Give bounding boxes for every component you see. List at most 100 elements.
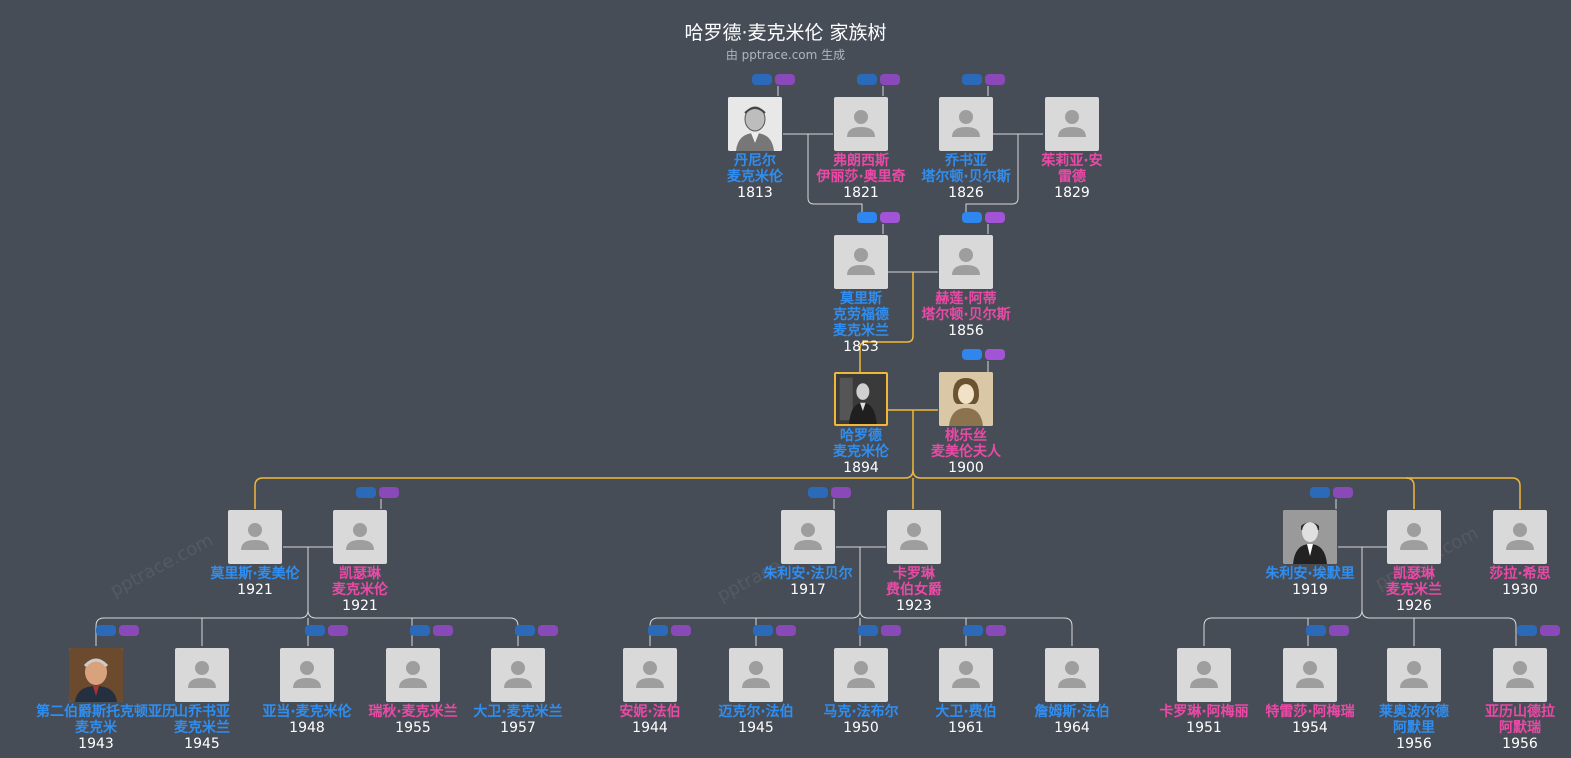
expand-ancestors-button[interactable] [305, 625, 325, 636]
person-placeholder-icon[interactable] [834, 648, 888, 702]
expand-spouses-button[interactable] [538, 625, 558, 636]
expand-ancestors-button[interactable] [857, 212, 877, 223]
expand-spouses-button[interactable] [1540, 625, 1560, 636]
person-placeholder-icon[interactable] [1387, 510, 1441, 564]
expand-ancestors-button[interactable] [858, 625, 878, 636]
person-name: 卡罗琳 [893, 566, 935, 582]
person-placeholder-icon[interactable] [491, 648, 545, 702]
expand-ancestors-button[interactable] [410, 625, 430, 636]
expand-ancestors-button[interactable] [753, 625, 773, 636]
person-placeholder-icon[interactable] [175, 648, 229, 702]
person-placeholder-icon[interactable] [939, 97, 993, 151]
person-photo[interactable] [939, 372, 993, 426]
expand-ancestors-button[interactable] [857, 74, 877, 85]
person-placeholder-icon[interactable] [280, 648, 334, 702]
expand-spouses-button[interactable] [379, 487, 399, 498]
person-photo[interactable] [69, 648, 123, 702]
person-placeholder-icon[interactable] [729, 648, 783, 702]
expand-ancestors-button[interactable] [752, 74, 772, 85]
person-placeholder-icon[interactable] [333, 510, 387, 564]
expand-spouses-button[interactable] [881, 625, 901, 636]
expand-spouses-button[interactable] [831, 487, 851, 498]
expand-spouses-button[interactable] [985, 349, 1005, 360]
expand-ancestors-button[interactable] [808, 487, 828, 498]
person-placeholder-icon[interactable] [781, 510, 835, 564]
expand-ancestors-button[interactable] [1310, 487, 1330, 498]
expand-spouses-button[interactable] [880, 74, 900, 85]
person-placeholder-icon[interactable] [939, 648, 993, 702]
person-placeholder-icon[interactable] [1045, 97, 1099, 151]
person-placeholder-icon[interactable] [386, 648, 440, 702]
person-photo[interactable] [1283, 510, 1337, 564]
expand-spouses-button[interactable] [775, 74, 795, 85]
expand-ancestors-button[interactable] [356, 487, 376, 498]
person-placeholder-icon[interactable] [1493, 510, 1547, 564]
person-placeholder-icon[interactable] [228, 510, 282, 564]
expand-ancestors-button[interactable] [515, 625, 535, 636]
expand-ancestors-button[interactable] [96, 625, 116, 636]
person-name: 弗朗西斯 [833, 153, 889, 169]
expand-ancestors-button[interactable] [962, 74, 982, 85]
expand-spouses-button[interactable] [985, 212, 1005, 223]
person-placeholder-icon[interactable] [1493, 648, 1547, 702]
expand-ancestors-button[interactable] [962, 349, 982, 360]
person-placeholder-icon[interactable] [834, 97, 888, 151]
expand-ancestors-button[interactable] [1517, 625, 1537, 636]
person-placeholder-icon[interactable] [1387, 648, 1441, 702]
expand-spouses-button[interactable] [776, 625, 796, 636]
person-placeholder-icon[interactable] [1177, 648, 1231, 702]
expand-spouses-button[interactable] [1329, 625, 1349, 636]
expand-ancestors-button[interactable] [962, 212, 982, 223]
expand-spouses-button[interactable] [328, 625, 348, 636]
expand-spouses-button[interactable] [880, 212, 900, 223]
person-photo[interactable] [834, 372, 888, 426]
expand-ancestors-button[interactable] [963, 625, 983, 636]
person-placeholder-icon[interactable] [834, 235, 888, 289]
toggle-group [515, 625, 561, 637]
expand-spouses-button[interactable] [671, 625, 691, 636]
expand-ancestors-button[interactable] [648, 625, 668, 636]
expand-ancestors-button[interactable] [1306, 625, 1326, 636]
expand-spouses-button[interactable] [986, 625, 1006, 636]
person-placeholder-icon[interactable] [887, 510, 941, 564]
person-placeholder-icon[interactable] [623, 648, 677, 702]
person-placeholder-icon[interactable] [1045, 648, 1099, 702]
expand-spouses-button[interactable] [985, 74, 1005, 85]
person-photo[interactable] [728, 97, 782, 151]
person-placeholder-icon[interactable] [939, 235, 993, 289]
expand-spouses-button[interactable] [433, 625, 453, 636]
expand-spouses-button[interactable] [1333, 487, 1353, 498]
expand-spouses-button[interactable] [119, 625, 139, 636]
birth-year: 1829 [1054, 185, 1090, 201]
person-placeholder-icon[interactable] [1283, 648, 1337, 702]
